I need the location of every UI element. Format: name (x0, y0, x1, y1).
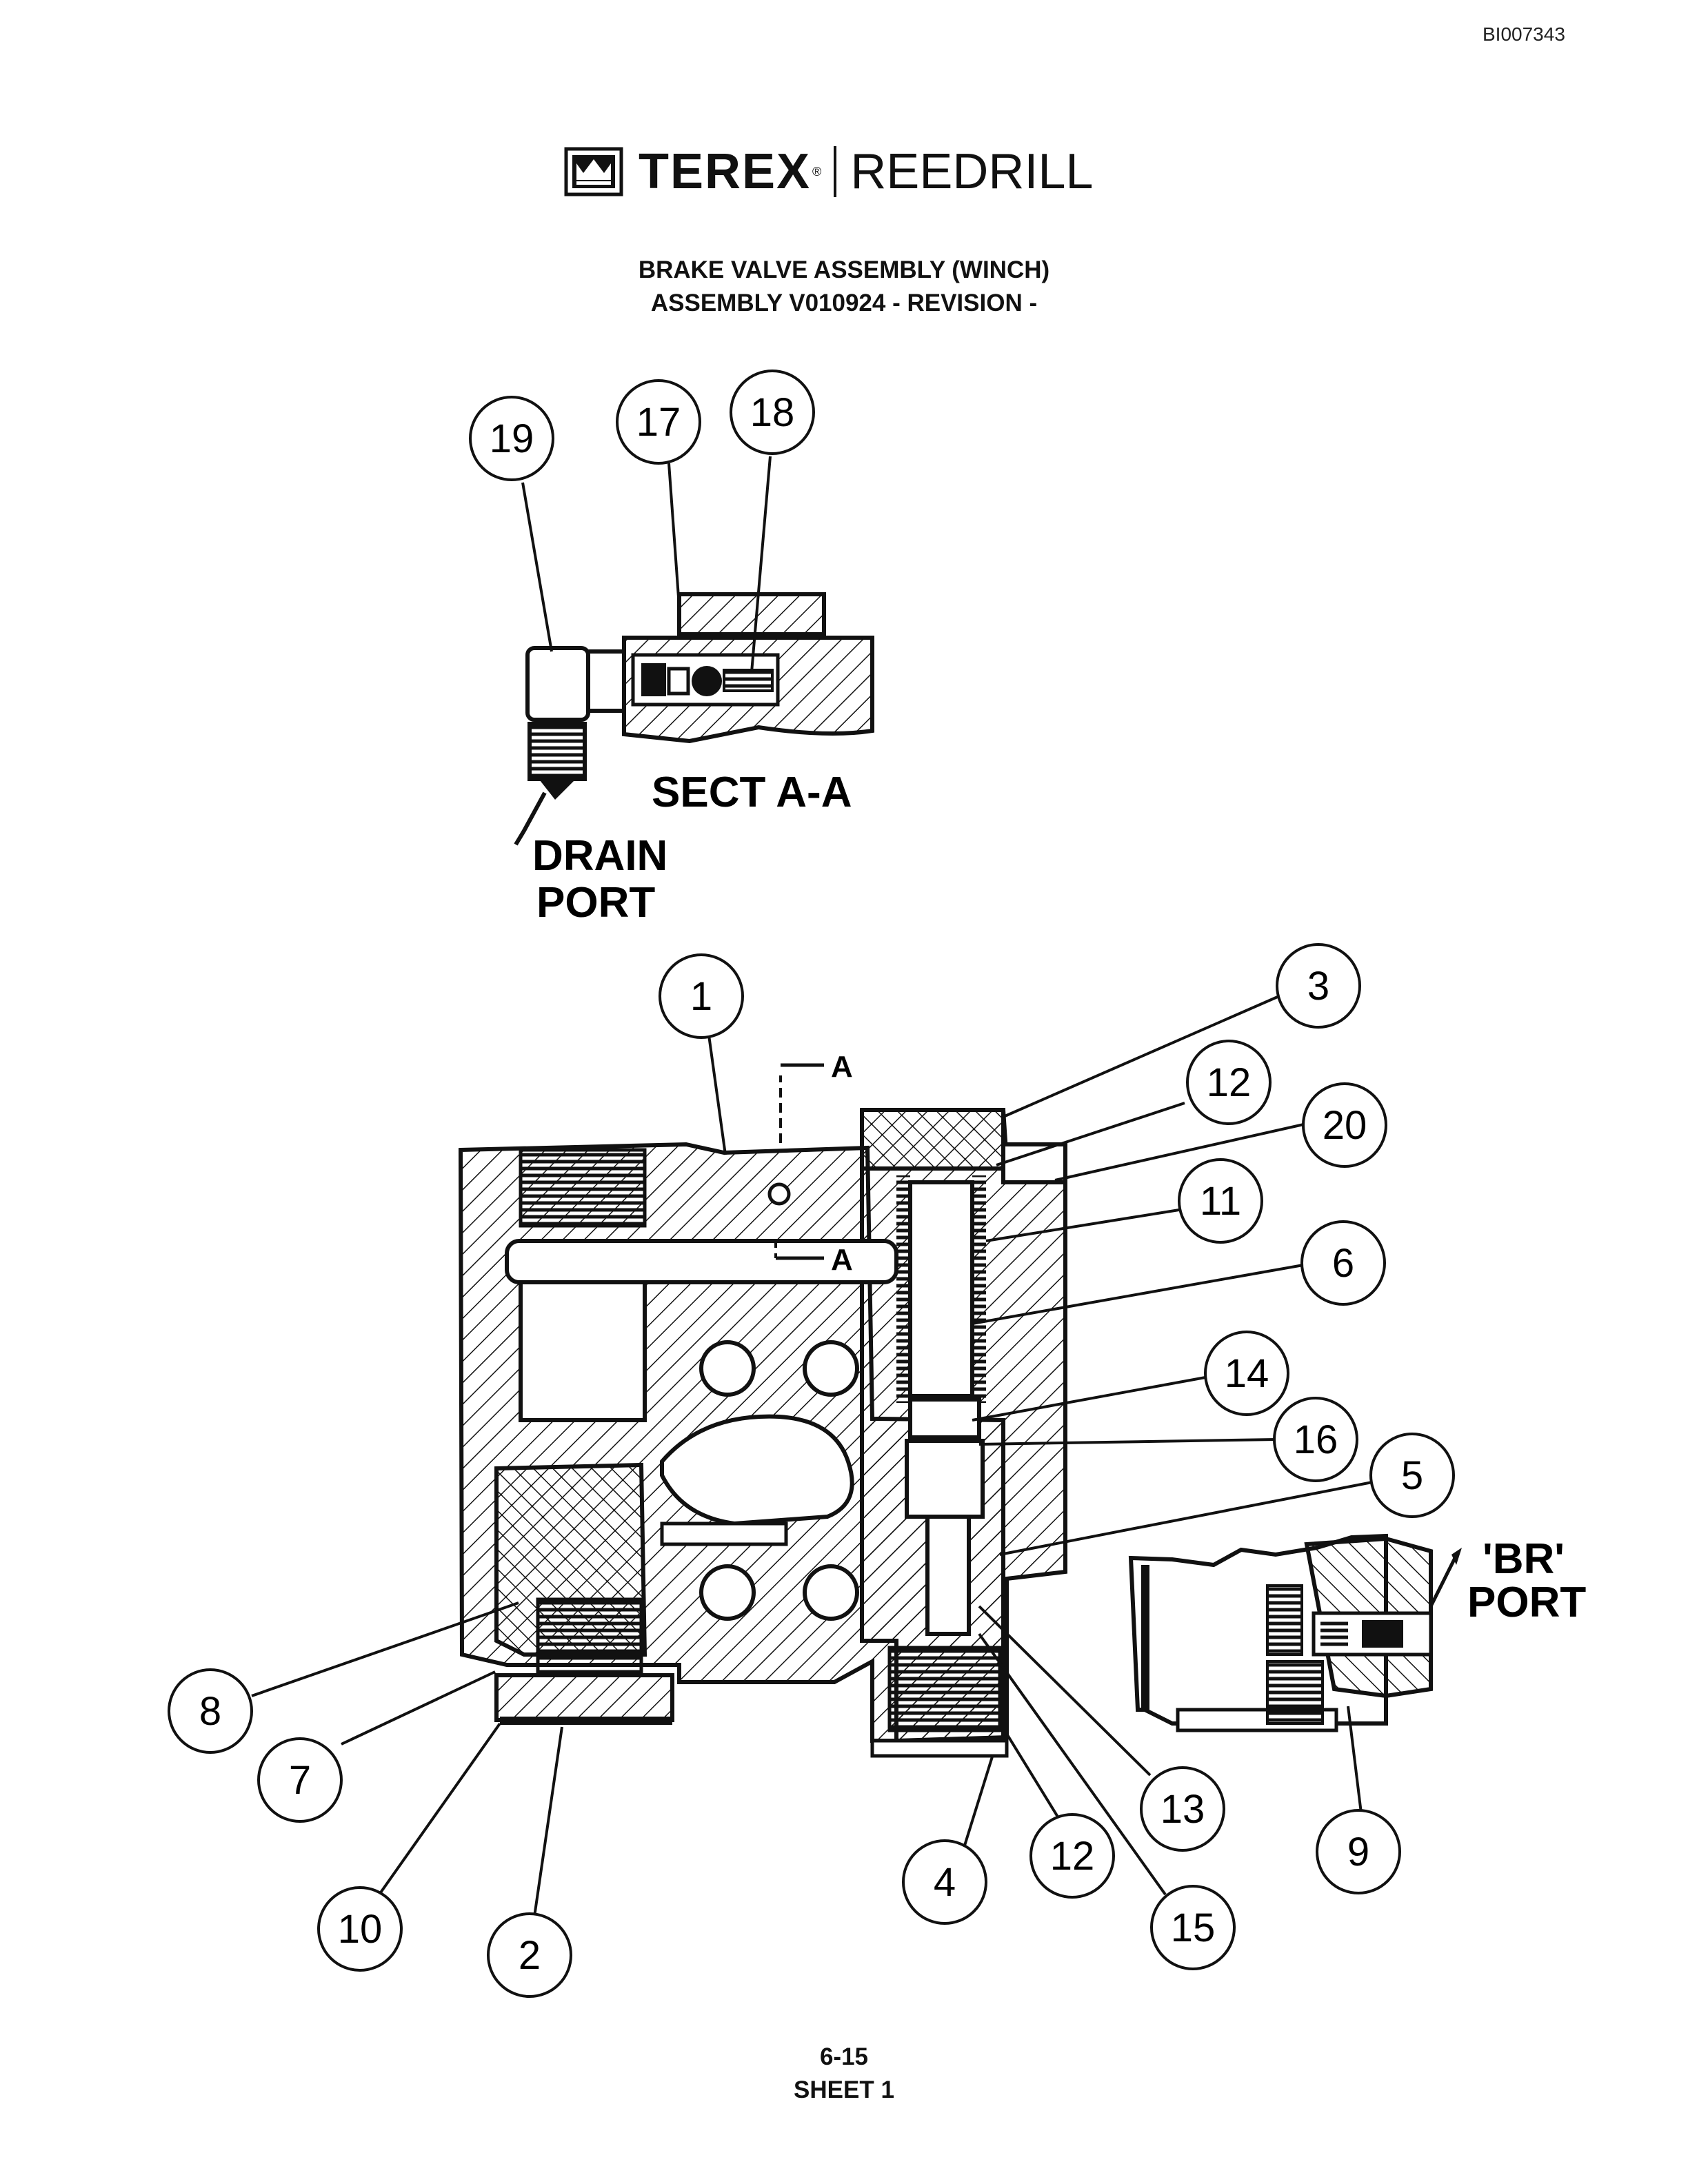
title-line-1: BRAKE VALVE ASSEMBLY (WINCH) (638, 256, 1050, 283)
section-mark-a-mid: A (831, 1243, 853, 1277)
callout-6: 6 (1300, 1220, 1386, 1306)
callout-5: 5 (1369, 1433, 1455, 1518)
callout-7: 7 (257, 1737, 343, 1823)
section-label: SECT A-A (652, 769, 852, 816)
callout-2: 2 (487, 1912, 572, 1998)
crown-logo-icon (564, 147, 623, 196)
drain-port-label-line1: DRAIN (532, 832, 667, 880)
callout-1-label: 1 (690, 974, 712, 1019)
callout-13: 13 (1140, 1766, 1225, 1852)
callout-17: 17 (616, 379, 701, 465)
callout-10: 10 (317, 1886, 403, 1972)
callout-14: 14 (1204, 1331, 1289, 1416)
callout-4: 4 (902, 1839, 987, 1925)
callout-12-bottom: 12 (1029, 1813, 1115, 1899)
callout-16-label: 16 (1294, 1417, 1338, 1462)
callout-14-label: 14 (1225, 1351, 1269, 1396)
callout-9-label: 9 (1347, 1830, 1369, 1874)
br-port-label-line2: PORT (1467, 1579, 1586, 1626)
logo-separator (834, 146, 837, 197)
callout-7-label: 7 (289, 1758, 311, 1803)
callout-2-label: 2 (519, 1933, 541, 1978)
document-id: BI007343 (1483, 23, 1565, 45)
callout-20: 20 (1302, 1082, 1387, 1168)
callout-17-label: 17 (636, 400, 681, 445)
logo-registered-mark: ® (812, 164, 822, 179)
callout-19-label: 19 (490, 416, 534, 461)
leader-lines (251, 456, 1373, 1917)
callout-20-label: 20 (1323, 1103, 1367, 1148)
callout-16: 16 (1273, 1397, 1358, 1482)
callout-8: 8 (168, 1668, 253, 1754)
section-mark-a-top: A (831, 1050, 853, 1084)
callout-9: 9 (1316, 1809, 1401, 1894)
callout-3: 3 (1276, 943, 1361, 1029)
section-a-a-view (514, 592, 874, 846)
callout-5-label: 5 (1401, 1453, 1423, 1498)
title-line-2: ASSEMBLY V010924 - REVISION - (650, 290, 1038, 316)
callout-11: 11 (1178, 1158, 1263, 1244)
callout-18: 18 (730, 370, 815, 455)
valve-body-section (458, 1063, 1067, 1758)
callout-12-top: 12 (1186, 1040, 1272, 1125)
br-port-label-line1: 'BR' (1483, 1535, 1565, 1583)
callout-10-label: 10 (338, 1907, 383, 1952)
logo-division: REEDRILL (850, 144, 1094, 199)
callout-15-label: 15 (1171, 1905, 1216, 1950)
callout-12-top-label: 12 (1207, 1060, 1252, 1105)
callout-15: 15 (1150, 1885, 1236, 1970)
sheet-number: SHEET 1 (794, 2076, 894, 2103)
br-port-detail (1128, 1533, 1462, 1732)
logo-brand: TEREX (639, 144, 812, 199)
callout-1: 1 (659, 953, 744, 1039)
terex-reedrill-logo: TEREX ® REEDRILL (564, 143, 1093, 200)
callout-8-label: 8 (199, 1689, 221, 1734)
callout-4-label: 4 (934, 1860, 956, 1905)
callout-19: 19 (469, 396, 554, 481)
callout-13-label: 13 (1160, 1787, 1205, 1832)
page-number: 6-15 (819, 2043, 869, 2070)
drain-port-label-line2: PORT (536, 879, 655, 927)
callout-6-label: 6 (1332, 1241, 1354, 1286)
callout-11-label: 11 (1200, 1179, 1241, 1224)
callout-12-bottom-label: 12 (1050, 1834, 1095, 1879)
callout-18-label: 18 (750, 390, 795, 435)
callout-3-label: 3 (1307, 964, 1329, 1009)
